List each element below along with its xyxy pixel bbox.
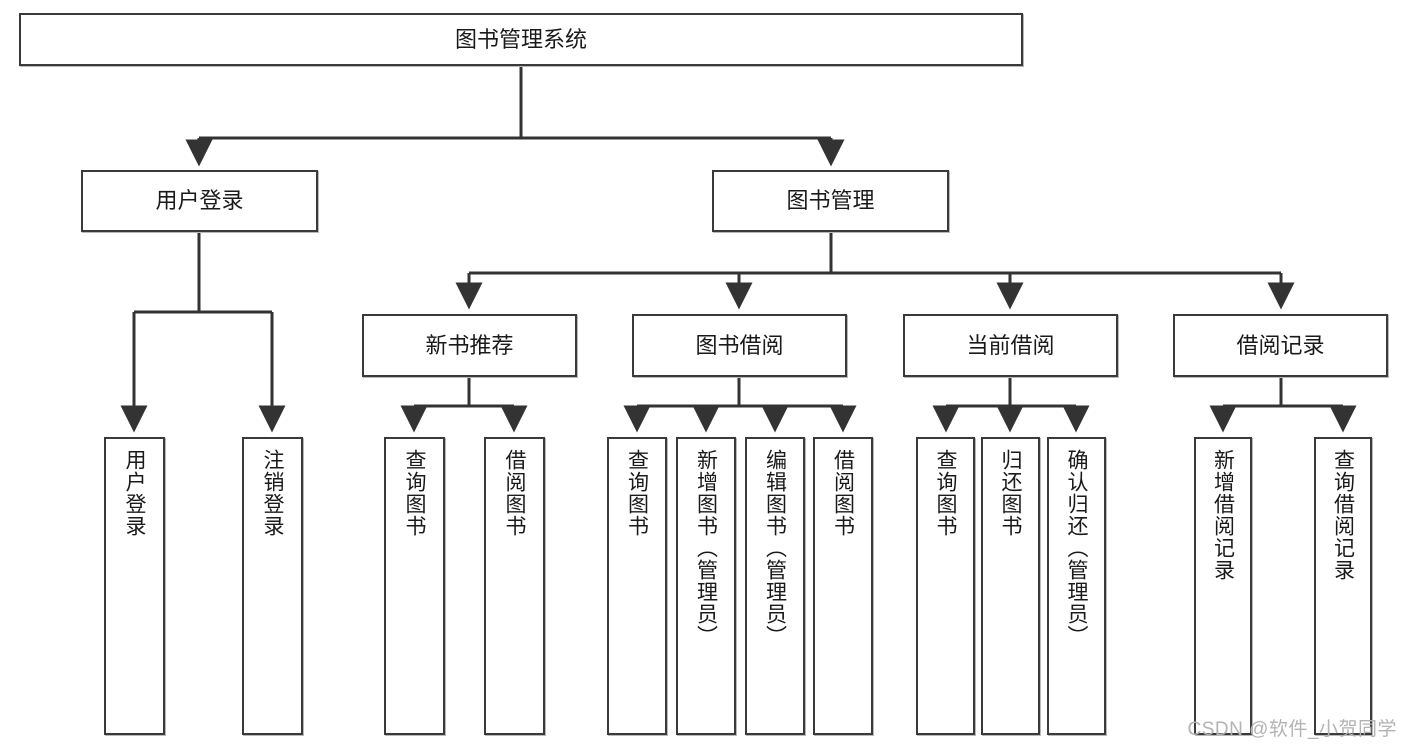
node-book-borrow[interactable]: 图书借阅 (632, 314, 847, 377)
leaf-current-borrow-confirm-return[interactable]: 确认归还（管理员） (1047, 437, 1106, 735)
node-label: 查询借阅记录 (1331, 449, 1355, 581)
leaf-book-borrow-edit[interactable]: 编辑图书（管理员） (745, 437, 805, 735)
leaf-borrow-record-query[interactable]: 查询借阅记录 (1314, 437, 1372, 735)
leaf-book-borrow-borrow[interactable]: 借阅图书 (813, 437, 873, 735)
node-borrow-record[interactable]: 借阅记录 (1173, 314, 1388, 377)
watermark-text: CSDN @软件_小贺同学 (1187, 719, 1397, 740)
node-label: 新增借阅记录 (1211, 449, 1235, 581)
node-root-system[interactable]: 图书管理系统 (19, 13, 1023, 66)
node-label: 图书借阅 (695, 332, 784, 358)
node-label: 新书推荐 (425, 332, 514, 358)
node-label: 查询图书 (934, 449, 957, 537)
node-label: 当前借阅 (966, 332, 1055, 358)
node-label: 图书管理系统 (454, 26, 587, 52)
node-label: 查询图书 (625, 449, 649, 537)
leaf-current-borrow-query[interactable]: 查询图书 (916, 437, 975, 735)
node-new-book-recommend[interactable]: 新书推荐 (362, 314, 577, 377)
node-current-borrow[interactable]: 当前借阅 (903, 314, 1118, 377)
node-label: 借阅图书 (503, 449, 526, 537)
leaf-user-login-login[interactable]: 用户登录 (104, 437, 165, 735)
node-label: 用户登录 (123, 449, 146, 537)
node-label: 确认归还（管理员） (1065, 449, 1088, 647)
node-label: 用户登录 (155, 188, 244, 214)
node-label: 借阅记录 (1236, 332, 1325, 358)
node-label: 注销登录 (261, 449, 284, 537)
leaf-book-borrow-query[interactable]: 查询图书 (607, 437, 667, 735)
node-label: 归还图书 (999, 449, 1022, 537)
leaf-book-borrow-add[interactable]: 新增图书（管理员） (676, 437, 736, 735)
leaf-new-book-query[interactable]: 查询图书 (384, 437, 445, 735)
node-label: 图书管理 (786, 188, 875, 214)
node-book-management[interactable]: 图书管理 (712, 170, 949, 232)
leaf-current-borrow-return[interactable]: 归还图书 (981, 437, 1040, 735)
leaf-borrow-record-add[interactable]: 新增借阅记录 (1194, 437, 1252, 735)
leaf-user-login-logout[interactable]: 注销登录 (242, 437, 303, 735)
node-label: 编辑图书（管理员） (763, 449, 787, 647)
node-label: 查询图书 (403, 449, 426, 537)
leaf-new-book-borrow[interactable]: 借阅图书 (484, 437, 545, 735)
node-label: 新增图书（管理员） (694, 449, 718, 647)
node-user-login[interactable]: 用户登录 (81, 170, 318, 232)
node-label: 借阅图书 (831, 449, 855, 537)
